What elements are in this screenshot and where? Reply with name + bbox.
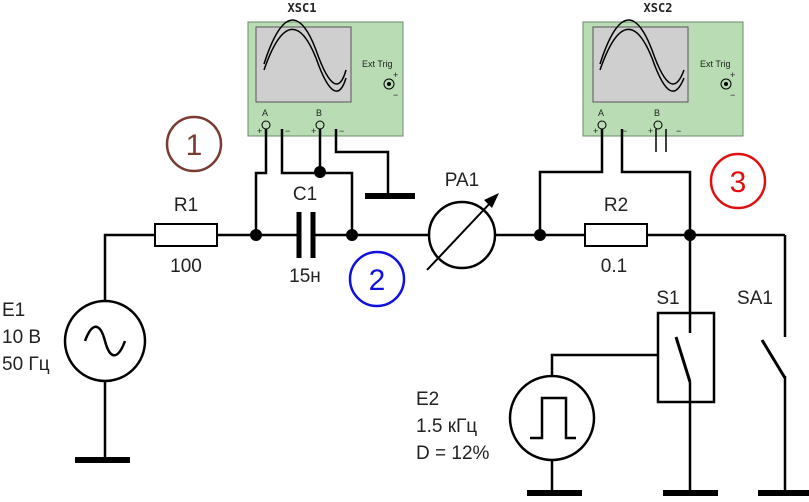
xsc1-ext-trig-label: Ext Trig xyxy=(362,59,393,69)
svg-text:3: 3 xyxy=(730,166,747,199)
marker-1: 1 xyxy=(165,115,223,173)
e2-frequency: 1.5 кГц xyxy=(416,416,477,437)
marker-2: 2 xyxy=(348,250,406,308)
junctions xyxy=(250,166,696,241)
svg-text:+: + xyxy=(593,126,598,136)
xsc2-channel-b-label: B xyxy=(654,108,660,118)
r2-value: 0.1 xyxy=(601,256,627,277)
ground-s1 xyxy=(663,490,718,496)
xsc2-ext-trig-terminal[interactable] xyxy=(720,78,732,90)
svg-text:−: − xyxy=(622,126,627,136)
xsc2-channel-b-terminal[interactable] xyxy=(653,120,663,130)
xsc1-channel-a-label: A xyxy=(262,108,268,118)
ground-sa1 xyxy=(758,490,809,496)
sine-icon xyxy=(83,325,127,357)
svg-text:−: − xyxy=(676,126,681,136)
oscilloscope-xsc1[interactable]: XSC1 Ext Trig A B xyxy=(247,1,404,137)
xsc2-channel-a-label: A xyxy=(598,108,604,118)
xsc1-channel-b-label: B xyxy=(316,108,322,118)
svg-text:+: + xyxy=(311,126,316,136)
svg-text:−: − xyxy=(339,126,344,136)
xsc2-waveform-b xyxy=(599,28,685,92)
e2-duty: D = 12% xyxy=(416,443,490,464)
svg-text:1: 1 xyxy=(186,129,203,162)
capacitor-c1[interactable]: C1 15н xyxy=(289,184,321,287)
svg-text:−: − xyxy=(393,90,398,100)
svg-text:−: − xyxy=(285,126,290,136)
xsc1-waveform-a xyxy=(263,19,347,85)
ground-symbols xyxy=(75,193,809,496)
marker-3: 3 xyxy=(709,152,767,210)
svg-text:+: + xyxy=(257,126,262,136)
pulse-source-e2[interactable]: E2 1.5 кГц D = 12% xyxy=(416,374,596,464)
resistor-r1[interactable]: R1 100 xyxy=(154,195,218,277)
sa1-name: SA1 xyxy=(737,288,773,309)
ground-e2 xyxy=(527,490,582,496)
xsc2-title: XSC2 xyxy=(644,1,673,15)
xsc1-title: XSC1 xyxy=(288,1,317,15)
e1-voltage: 10 В xyxy=(2,327,41,348)
xsc2-ext-trig-label: Ext Trig xyxy=(700,59,731,69)
r2-name: R2 xyxy=(604,195,628,216)
ground-xsc1 xyxy=(365,193,415,199)
svg-text:+: + xyxy=(730,70,735,80)
svg-text:+: + xyxy=(648,126,653,136)
c1-name: C1 xyxy=(293,184,317,205)
r1-value: 100 xyxy=(170,256,202,277)
ac-source-e1[interactable]: E1 10 В 50 Гц xyxy=(2,299,147,383)
xsc1-waveform-b xyxy=(263,28,347,92)
switch-s1[interactable]: S1 xyxy=(656,288,716,404)
ground-e1 xyxy=(75,457,130,463)
svg-text:2: 2 xyxy=(369,264,386,297)
svg-text:−: − xyxy=(730,90,735,100)
xsc1-ext-trig-terminal[interactable] xyxy=(383,78,395,90)
s1-name: S1 xyxy=(656,288,679,309)
xsc2-waveform-a xyxy=(599,19,685,85)
ammeter-pa1[interactable]: PA1 xyxy=(426,170,499,271)
square-pulse-icon xyxy=(530,396,576,440)
e1-name: E1 xyxy=(2,300,25,321)
r1-name: R1 xyxy=(174,195,198,216)
switch-sa1[interactable]: SA1 xyxy=(737,288,787,379)
svg-text:+: + xyxy=(393,70,398,80)
e2-name: E2 xyxy=(416,389,439,410)
resistor-r2[interactable]: R2 0.1 xyxy=(584,195,648,277)
c1-value: 15н xyxy=(289,266,321,287)
pa1-name: PA1 xyxy=(445,170,480,191)
terminal-polarity-signs: + − + − + − + − + − + − xyxy=(257,70,735,136)
xsc1-screen xyxy=(255,26,352,103)
e1-frequency: 50 Гц xyxy=(2,354,50,375)
oscilloscope-xsc2[interactable]: XSC2 Ext Trig A B xyxy=(582,1,744,137)
